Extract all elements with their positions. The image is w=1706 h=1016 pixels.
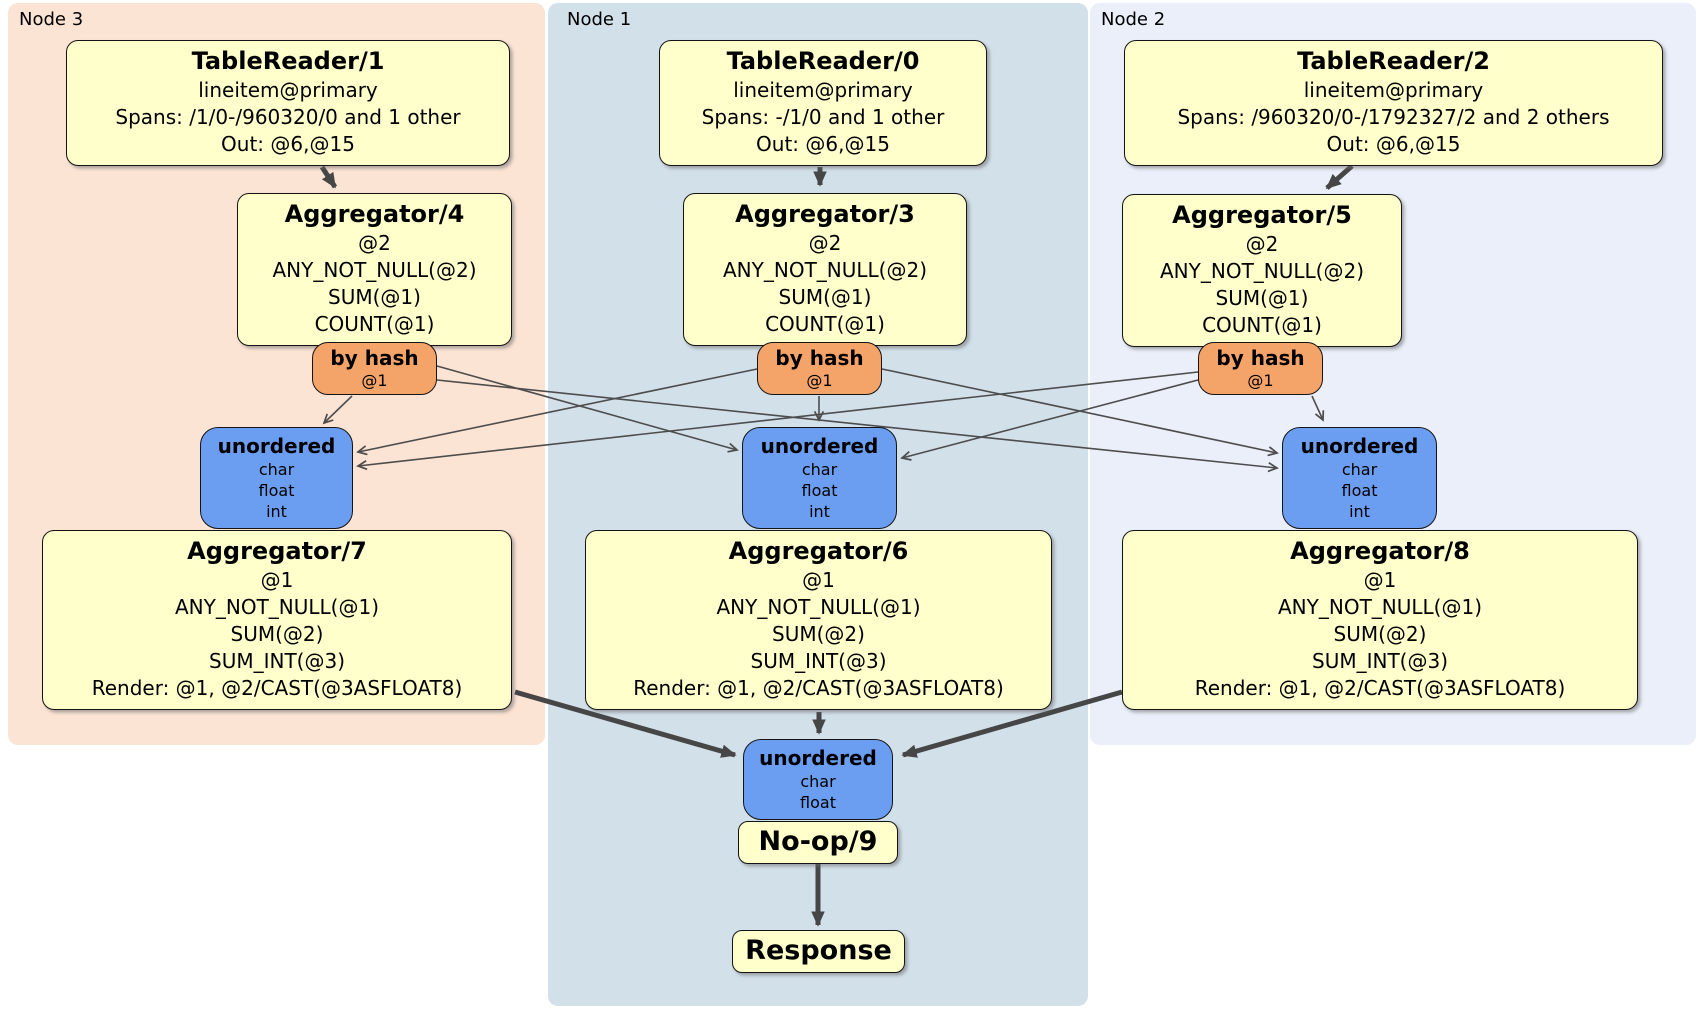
unordered-sync-box-node2: unordered char float int	[1282, 427, 1437, 529]
aggregator-4-box: Aggregator/4 @2 ANY_NOT_NULL(@2) SUM(@1)…	[237, 193, 512, 346]
sync-title: unordered	[217, 434, 336, 458]
router-title: by hash	[775, 346, 864, 370]
processor-title: TableReader/0	[726, 47, 920, 75]
router-detail: @1	[361, 371, 388, 390]
unordered-sync-box-node1: unordered char float int	[742, 427, 897, 529]
table-reader-2-box: TableReader/2 lineitem@primary Spans: /9…	[1124, 40, 1663, 166]
table-reader-0-box: TableReader/0 lineitem@primary Spans: -/…	[659, 40, 987, 166]
spans-line: Spans: /960320/0-/1792327/2 and 2 others	[1177, 105, 1610, 129]
detail-line: ANY_NOT_NULL(@1)	[716, 595, 921, 619]
aggregator-3-box: Aggregator/3 @2 ANY_NOT_NULL(@2) SUM(@1)…	[683, 193, 967, 346]
processor-title: Aggregator/4	[284, 200, 465, 228]
detail-line: @2	[1245, 232, 1279, 256]
router-to-sync-edges	[322, 365, 1325, 473]
detail-line: SUM(@2)	[772, 622, 865, 646]
spans-line: Spans: /1/0-/960320/0 and 1 other	[115, 105, 461, 129]
noop-box: No-op/9	[738, 821, 898, 864]
index-line: lineitem@primary	[198, 78, 378, 102]
out-line: Out: @6,@15	[221, 132, 355, 156]
detail-line: SUM(@2)	[230, 622, 324, 646]
final-unordered-sync-box: unordered char float	[743, 739, 893, 820]
detail-line: @1	[802, 568, 835, 592]
sync-column: float	[801, 481, 838, 500]
index-line: lineitem@primary	[733, 78, 913, 102]
processor-title: TableReader/2	[1297, 47, 1490, 75]
sync-column: char	[801, 460, 838, 479]
processor-title: Aggregator/6	[728, 537, 909, 565]
node3-label: Node 3	[19, 9, 84, 30]
hash-router-box-node3: by hash @1	[312, 342, 437, 395]
hash-router-box-node2: by hash @1	[1198, 342, 1323, 395]
detail-line: COUNT(@1)	[1202, 313, 1322, 337]
detail-line: SUM(@1)	[328, 285, 421, 309]
sync-column: char	[800, 772, 836, 791]
processor-title: Aggregator/3	[735, 200, 915, 228]
router-title: by hash	[330, 346, 419, 370]
detail-line: Render: @1, @2/CAST(@3ASFLOAT8)	[1194, 676, 1566, 700]
processor-title: Aggregator/7	[187, 537, 367, 565]
processor-title: Aggregator/5	[1172, 201, 1352, 229]
reader-to-aggregator-arrows	[319, 164, 1354, 190]
out-line: Out: @6,@15	[756, 132, 890, 156]
detail-line: SUM(@2)	[1333, 622, 1427, 646]
detail-line: COUNT(@1)	[765, 312, 885, 336]
detail-line: SUM(@1)	[1215, 286, 1309, 310]
detail-line: Render: @1, @2/CAST(@3ASFLOAT8)	[91, 676, 463, 700]
detail-line: ANY_NOT_NULL(@2)	[1160, 259, 1364, 283]
detail-line: Render: @1, @2/CAST(@3ASFLOAT8)	[633, 676, 1004, 700]
processor-title: Response	[745, 935, 892, 966]
sync-column: float	[1341, 481, 1378, 500]
final-merge-arrows	[514, 689, 1123, 927]
spans-line: Spans: -/1/0 and 1 other	[701, 105, 945, 129]
detail-line: @1	[260, 568, 294, 592]
sync-column: int	[266, 502, 287, 521]
aggregator-5-box: Aggregator/5 @2 ANY_NOT_NULL(@2) SUM(@1)…	[1122, 194, 1402, 347]
router-detail: @1	[1247, 371, 1274, 390]
processor-title: No-op/9	[758, 826, 878, 857]
detail-line: SUM_INT(@3)	[1312, 649, 1448, 673]
out-line: Out: @6,@15	[1326, 132, 1461, 156]
hash-router-box-node1: by hash @1	[757, 342, 882, 395]
sync-title: unordered	[1300, 434, 1419, 458]
sync-title: unordered	[760, 434, 879, 458]
aggregator-6-box: Aggregator/6 @1 ANY_NOT_NULL(@1) SUM(@2)…	[585, 530, 1052, 710]
sync-column: int	[809, 502, 830, 521]
node2-label: Node 2	[1101, 9, 1166, 30]
table-reader-1-box: TableReader/1 lineitem@primary Spans: /1…	[66, 40, 510, 166]
sync-column: int	[1349, 502, 1370, 521]
index-line: lineitem@primary	[1303, 78, 1484, 102]
detail-line: @1	[1363, 568, 1397, 592]
sync-title: unordered	[759, 746, 877, 770]
detail-line: @2	[358, 231, 391, 255]
aggregator-7-box: Aggregator/7 @1 ANY_NOT_NULL(@1) SUM(@2)…	[42, 530, 512, 710]
detail-line: SUM_INT(@3)	[750, 649, 887, 673]
sync-column: float	[800, 793, 836, 812]
detail-line: ANY_NOT_NULL(@1)	[175, 595, 379, 619]
router-title: by hash	[1216, 346, 1305, 370]
detail-line: ANY_NOT_NULL(@2)	[723, 258, 927, 282]
node1-label: Node 1	[567, 9, 632, 30]
aggregator-8-box: Aggregator/8 @1 ANY_NOT_NULL(@1) SUM(@2)…	[1122, 530, 1638, 710]
detail-line: COUNT(@1)	[314, 312, 435, 336]
router-detail: @1	[806, 371, 833, 390]
detail-line: SUM(@1)	[778, 285, 872, 309]
sync-column: char	[258, 460, 295, 479]
response-box: Response	[732, 930, 905, 973]
unordered-sync-box-node3: unordered char float int	[200, 427, 353, 529]
processor-title: Aggregator/8	[1290, 537, 1470, 565]
detail-line: ANY_NOT_NULL(@1)	[1278, 595, 1482, 619]
sync-column: char	[1341, 460, 1378, 479]
detail-line: ANY_NOT_NULL(@2)	[272, 258, 477, 282]
detail-line: SUM_INT(@3)	[209, 649, 345, 673]
processor-title: TableReader/1	[191, 47, 385, 75]
sync-column: float	[258, 481, 295, 500]
detail-line: @2	[808, 231, 842, 255]
